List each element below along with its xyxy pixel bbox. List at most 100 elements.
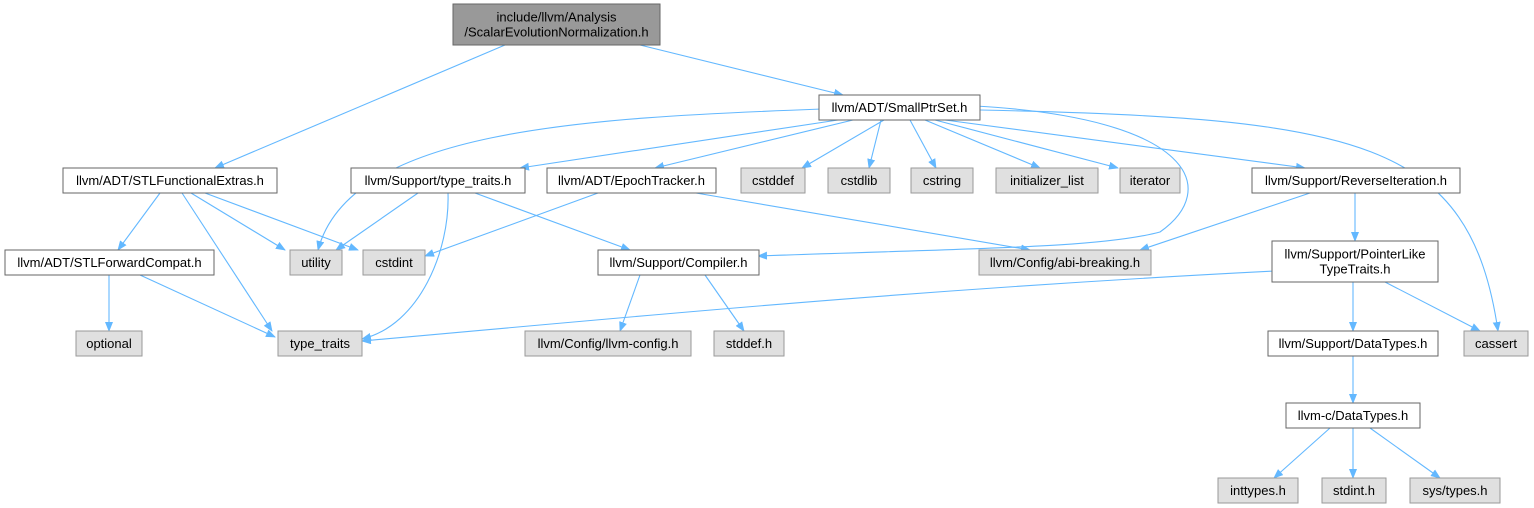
node-cstdlib: cstdlib	[827, 167, 891, 194]
node-label: /ScalarEvolutionNormalization.h	[464, 25, 648, 40]
node-label: utility	[301, 255, 331, 270]
node-iterator: iterator	[1119, 167, 1181, 194]
node-label: llvm/ADT/EpochTracker.h	[558, 173, 705, 188]
node-utility: utility	[289, 249, 343, 276]
node-label: optional	[86, 336, 132, 351]
node-box	[827, 167, 891, 194]
edge-smallptrset-to-compiler	[757, 105, 1189, 260]
edge-stlfunctionalextras-to-stlforwardcompat	[117, 192, 161, 251]
node-label: TypeTraits.h	[1319, 262, 1390, 277]
node-label: inttypes.h	[1230, 483, 1286, 498]
node-box	[597, 249, 760, 276]
node-label: initializer_list	[1010, 173, 1084, 188]
edge-stlfunctionalextras-to-utility	[190, 192, 286, 251]
node-label: include/llvm/Analysis	[497, 10, 617, 25]
node-stlforwardcompat[interactable]: llvm/ADT/STLForwardCompat.h	[4, 249, 215, 276]
node-box	[277, 330, 363, 357]
node-label: cstdint	[375, 255, 413, 270]
node-label: iterator	[1130, 173, 1171, 188]
edge-smallptrset-to-cassert	[979, 109, 1501, 332]
edge-compiler-to-stddef	[704, 274, 745, 332]
edge-smallptrset-to-support_type_traits	[519, 119, 839, 171]
node-epochtracker[interactable]: llvm/ADT/EpochTracker.h	[546, 167, 717, 194]
node-cstring: cstring	[910, 167, 974, 194]
edge-smallptrset-to-iterator	[934, 119, 1119, 170]
node-label: llvm/Support/type_traits.h	[365, 173, 512, 188]
node-label: llvm/Support/PointerLike	[1285, 247, 1426, 262]
edge-smallptrset-to-reverseiteration	[944, 119, 1306, 171]
node-box	[1119, 167, 1181, 194]
node-label: cstddef	[752, 173, 794, 188]
node-box	[910, 167, 974, 194]
node-label: stdint.h	[1333, 483, 1375, 498]
node-stddef: stddef.h	[713, 330, 785, 357]
edges-layer	[105, 44, 1501, 479]
edge-smallptrset-to-cstdlib	[867, 119, 882, 169]
node-box	[1271, 240, 1439, 283]
node-box	[1251, 167, 1461, 194]
node-optional: optional	[75, 330, 143, 357]
edge-root-to-smallptrset	[639, 44, 844, 97]
node-inttypes: inttypes.h	[1217, 477, 1299, 504]
edge-smallptrset-to-cstring	[909, 119, 937, 169]
node-cstddef: cstddef	[740, 167, 806, 194]
node-type-traits: type_traits	[277, 330, 363, 357]
node-box	[995, 167, 1099, 194]
node-compiler[interactable]: llvm/Support/Compiler.h	[597, 249, 760, 276]
edge-pointerliketypetraits-to-type_traits	[361, 270, 1276, 345]
node-box	[289, 249, 343, 276]
node-smallptrset[interactable]: llvm/ADT/SmallPtrSet.h	[818, 94, 981, 121]
edge-smallptrset-to-utility	[316, 108, 823, 251]
node-label: sys/types.h	[1422, 483, 1487, 498]
node-box	[1285, 402, 1421, 429]
node-stlfunctionalextras[interactable]: llvm/ADT/STLFunctionalExtras.h	[62, 167, 278, 194]
node-label: llvm/Support/ReverseIteration.h	[1265, 173, 1447, 188]
node-root: include/llvm/Analysis/ScalarEvolutionNor…	[452, 3, 661, 46]
node-box	[1409, 477, 1501, 504]
nodes-layer: include/llvm/Analysis/ScalarEvolutionNor…	[4, 3, 1529, 504]
node-abibreaking: llvm/Config/abi-breaking.h	[978, 249, 1152, 276]
node-box	[362, 249, 426, 276]
node-label: llvm/ADT/STLFunctionalExtras.h	[76, 173, 264, 188]
node-reverseiteration[interactable]: llvm/Support/ReverseIteration.h	[1251, 167, 1461, 194]
node-label: cstring	[923, 173, 961, 188]
node-label: llvm/Config/llvm-config.h	[538, 336, 679, 351]
node-cassert: cassert	[1463, 330, 1529, 357]
node-box	[713, 330, 785, 357]
edge-llvmc_datatypes-to-systypes	[1369, 427, 1441, 479]
node-label: cassert	[1475, 336, 1517, 351]
node-box	[740, 167, 806, 194]
node-label: type_traits	[290, 336, 350, 351]
node-box	[4, 249, 215, 276]
node-cstdint: cstdint	[362, 249, 426, 276]
node-label: llvm/Config/abi-breaking.h	[990, 255, 1140, 270]
node-label: cstdlib	[841, 173, 878, 188]
edge-llvmc_datatypes-to-inttypes	[1273, 427, 1331, 479]
edge-stlfunctionalextras-to-type_traits	[181, 192, 273, 332]
node-box	[1267, 330, 1439, 357]
edge-smallptrset-to-initializer_list	[924, 119, 1041, 169]
node-label: llvm/Support/DataTypes.h	[1279, 336, 1428, 351]
node-box	[350, 167, 526, 194]
node-datatypes[interactable]: llvm/Support/DataTypes.h	[1267, 330, 1439, 357]
node-support-type-traits[interactable]: llvm/Support/type_traits.h	[350, 167, 526, 194]
edge-epochtracker-to-cstdint	[424, 192, 599, 257]
node-label: llvm-c/DataTypes.h	[1298, 408, 1409, 423]
edge-root-to-stlfunctionalextras	[214, 44, 506, 169]
node-llvmconfig: llvm/Config/llvm-config.h	[524, 330, 692, 357]
node-stdint: stdint.h	[1321, 477, 1387, 504]
node-llvmc-datatypes[interactable]: llvm-c/DataTypes.h	[1285, 402, 1421, 429]
node-box	[62, 167, 278, 194]
edge-smallptrset-to-cstddef	[801, 119, 885, 169]
edge-stlfunctionalextras-to-cstdint	[204, 192, 359, 251]
edge-support_type_traits-to-compiler	[474, 192, 631, 251]
edge-pointerliketypetraits-to-cassert	[1384, 281, 1481, 332]
node-box	[978, 249, 1152, 276]
node-label: stddef.h	[726, 336, 772, 351]
edge-support_type_traits-to-utility	[335, 192, 419, 251]
node-label: llvm/Support/Compiler.h	[610, 255, 748, 270]
node-box	[75, 330, 143, 357]
edge-epochtracker-to-abibreaking	[695, 192, 1031, 253]
